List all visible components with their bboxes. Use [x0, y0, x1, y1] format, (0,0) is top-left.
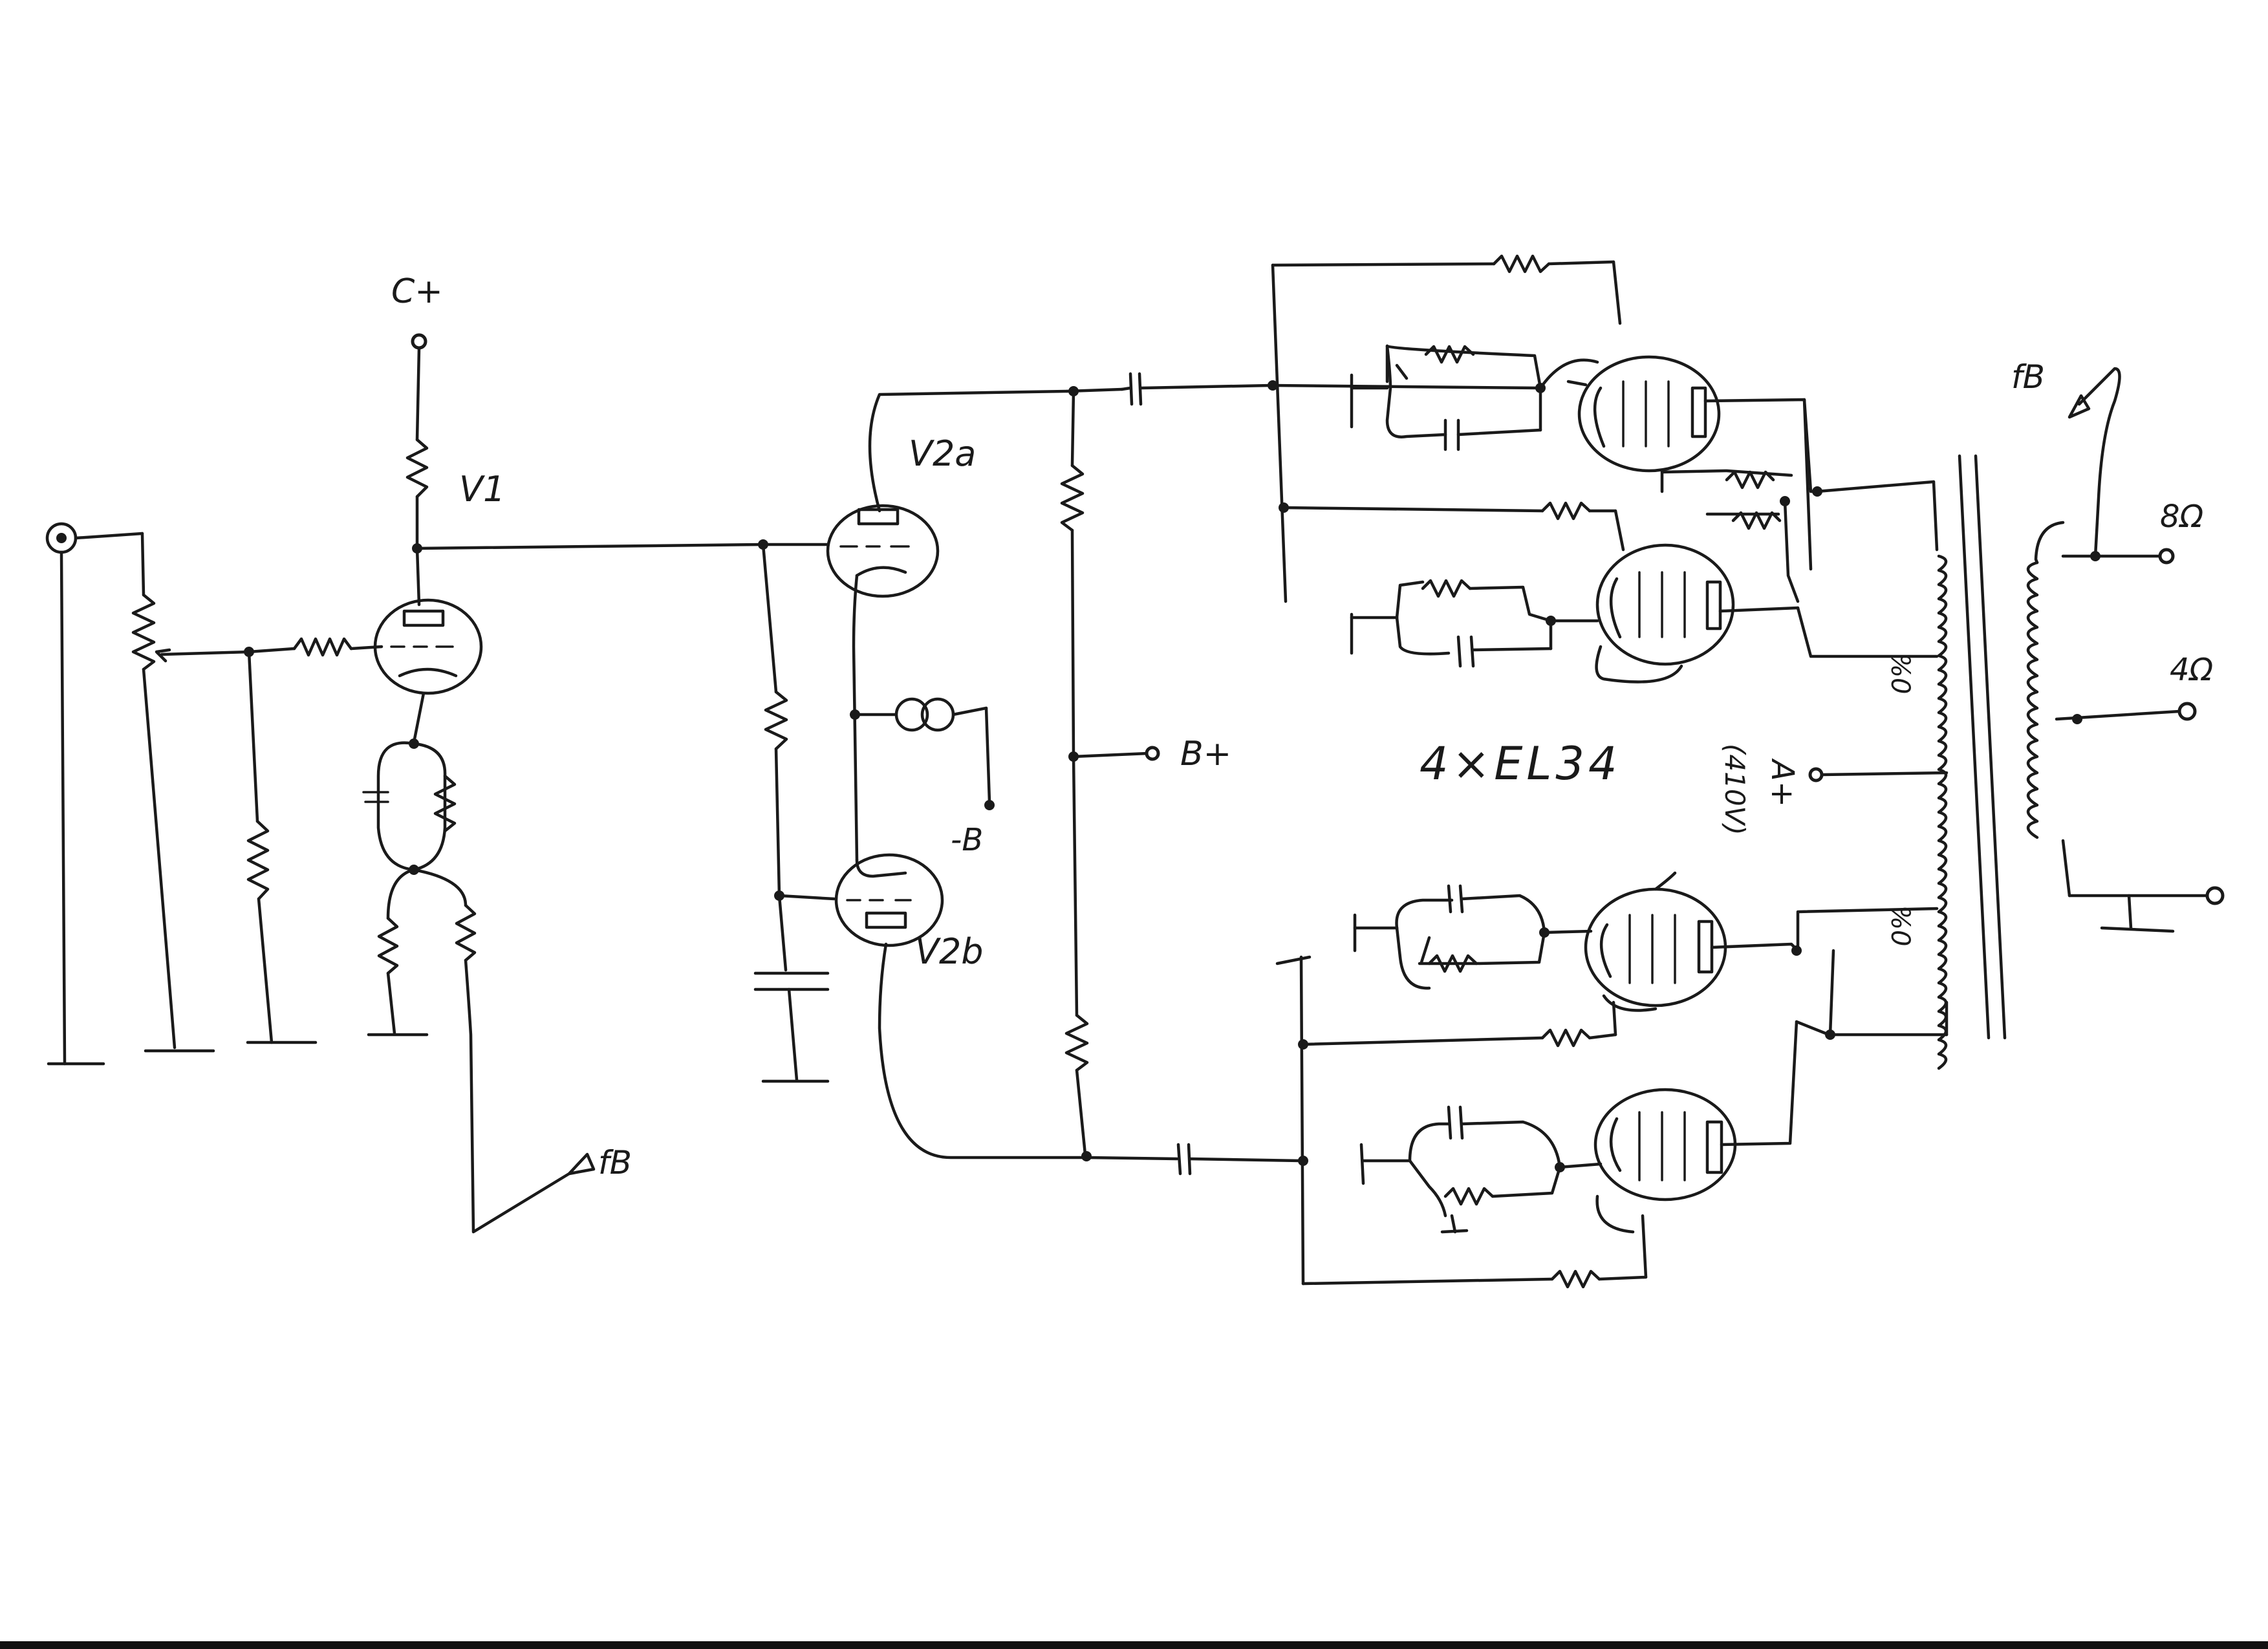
v2-grid-network: [753, 539, 836, 1083]
output-tube-3: [1275, 871, 1800, 1286]
v1-triode: [373, 598, 483, 744]
ccs-tail: [850, 697, 995, 810]
volume-potentiometer: [131, 532, 251, 1053]
v2b-label: V2b: [915, 931, 984, 972]
output-tube-4: [1298, 1020, 1798, 1289]
output-transformer: [1932, 454, 2214, 1070]
v2a-label: V2a: [909, 433, 976, 474]
b-plus-label: B+: [1180, 735, 1231, 773]
tap-lower-label: %0: [1885, 905, 1915, 946]
tap-upper-label: %0: [1885, 653, 1915, 694]
speaker-taps: [2055, 367, 2225, 905]
b-plus-divider: [1060, 386, 1160, 1161]
feedback-left-label: fB: [598, 1144, 632, 1181]
c-plus-label: C+: [391, 272, 443, 311]
v2a-triode: [826, 389, 1069, 862]
coupling-capacitors: [1085, 372, 1303, 1176]
a-plus-voltage-label: (410V): [1719, 744, 1751, 835]
a-plus-tap: [1808, 767, 1949, 782]
v1-supply: [405, 333, 765, 607]
output-tube-1: [1268, 254, 1813, 603]
scan-bottom-edge: [0, 1641, 2268, 1649]
feedback-right-label: fB: [2011, 358, 2045, 396]
tubes-label: 4×EL34: [1420, 737, 1621, 790]
out-4-ohm-label: 4Ω: [2170, 652, 2214, 688]
plate-wiring: [1791, 398, 1949, 1040]
v1-cathode-network: [362, 738, 596, 1234]
input-jack: [45, 522, 144, 1066]
minus-b-label: -B: [951, 822, 983, 858]
out-8-ohm-label: 8Ω: [2160, 499, 2204, 535]
grid-resistor: [244, 637, 383, 1044]
a-plus-label: A+: [1764, 758, 1800, 807]
v1-label: V1: [459, 469, 505, 510]
v2b-triode: [834, 853, 1088, 1159]
output-tube-2: [1279, 469, 1800, 684]
